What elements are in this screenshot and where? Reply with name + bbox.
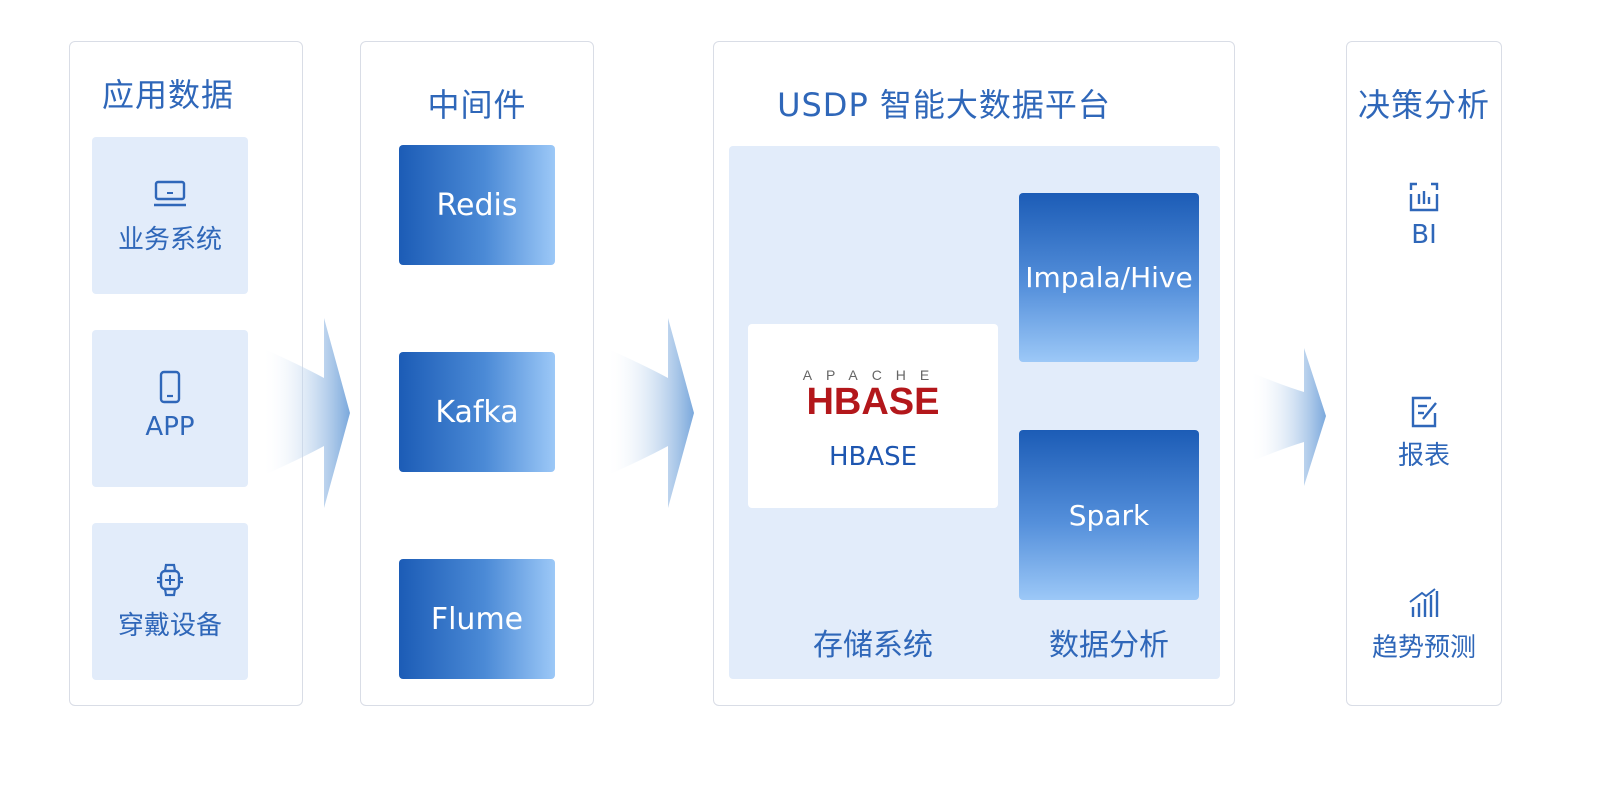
middleware-title: 中间件 <box>427 86 527 124</box>
usdp-platform-panel: USDP 智能大数据平台 APACHE HBASE HBASE Impala/H… <box>713 41 1235 706</box>
trend-forecast-item: 趋势预测 <box>1347 587 1501 664</box>
wearable-device-label: 穿戴设备 <box>117 611 222 641</box>
mobile-phone-icon <box>92 370 248 404</box>
bi-label: BI <box>1411 220 1437 250</box>
hbase-label: HBASE <box>828 442 918 472</box>
business-system-label: 业务系统 <box>117 225 222 255</box>
decision-analysis-panel: 决策分析 BI <box>1346 41 1502 706</box>
data-analysis-caption: 数据分析 <box>1049 628 1169 663</box>
middleware-panel: 中间件 Redis Kafka Flume <box>360 41 594 706</box>
hbase-storage-card: APACHE HBASE HBASE <box>748 324 998 508</box>
redis-box: Redis <box>399 145 555 265</box>
kafka-box: Kafka <box>399 352 555 472</box>
smartwatch-icon <box>92 563 248 597</box>
report-label: 报表 <box>1397 441 1450 471</box>
laptop-icon <box>92 177 248 211</box>
flume-box: Flume <box>399 559 555 679</box>
flow-arrow-3 <box>1250 348 1326 486</box>
spark-box: Spark <box>1019 430 1199 600</box>
bi-chart-icon <box>1347 180 1501 214</box>
storage-system-caption: 存储系统 <box>813 628 933 663</box>
app-label: APP <box>145 412 195 442</box>
flow-arrow-2 <box>606 318 694 508</box>
bi-item: BI <box>1347 180 1501 250</box>
usdp-platform-title: USDP 智能大数据平台 <box>777 86 1111 124</box>
decision-analysis-title: 决策分析 <box>1357 86 1490 124</box>
svg-text:APACHE: APACHE <box>803 367 944 383</box>
wearable-device-box: 穿戴设备 <box>92 523 248 680</box>
app-data-title: 应用数据 <box>101 76 234 114</box>
report-edit-icon <box>1347 395 1501 429</box>
impala-hive-box: Impala/Hive <box>1019 193 1199 362</box>
svg-text:HBASE: HBASE <box>806 381 939 418</box>
platform-inner-area: APACHE HBASE HBASE Impala/Hive Spark 存储系… <box>729 146 1220 679</box>
apache-hbase-logo: APACHE HBASE <box>748 366 998 418</box>
trend-bars-icon <box>1347 587 1501 621</box>
trend-forecast-label: 趋势预测 <box>1371 633 1476 663</box>
app-box: APP <box>92 330 248 487</box>
report-item: 报表 <box>1347 395 1501 472</box>
business-system-box: 业务系统 <box>92 137 248 294</box>
flow-arrow-1 <box>262 318 350 508</box>
